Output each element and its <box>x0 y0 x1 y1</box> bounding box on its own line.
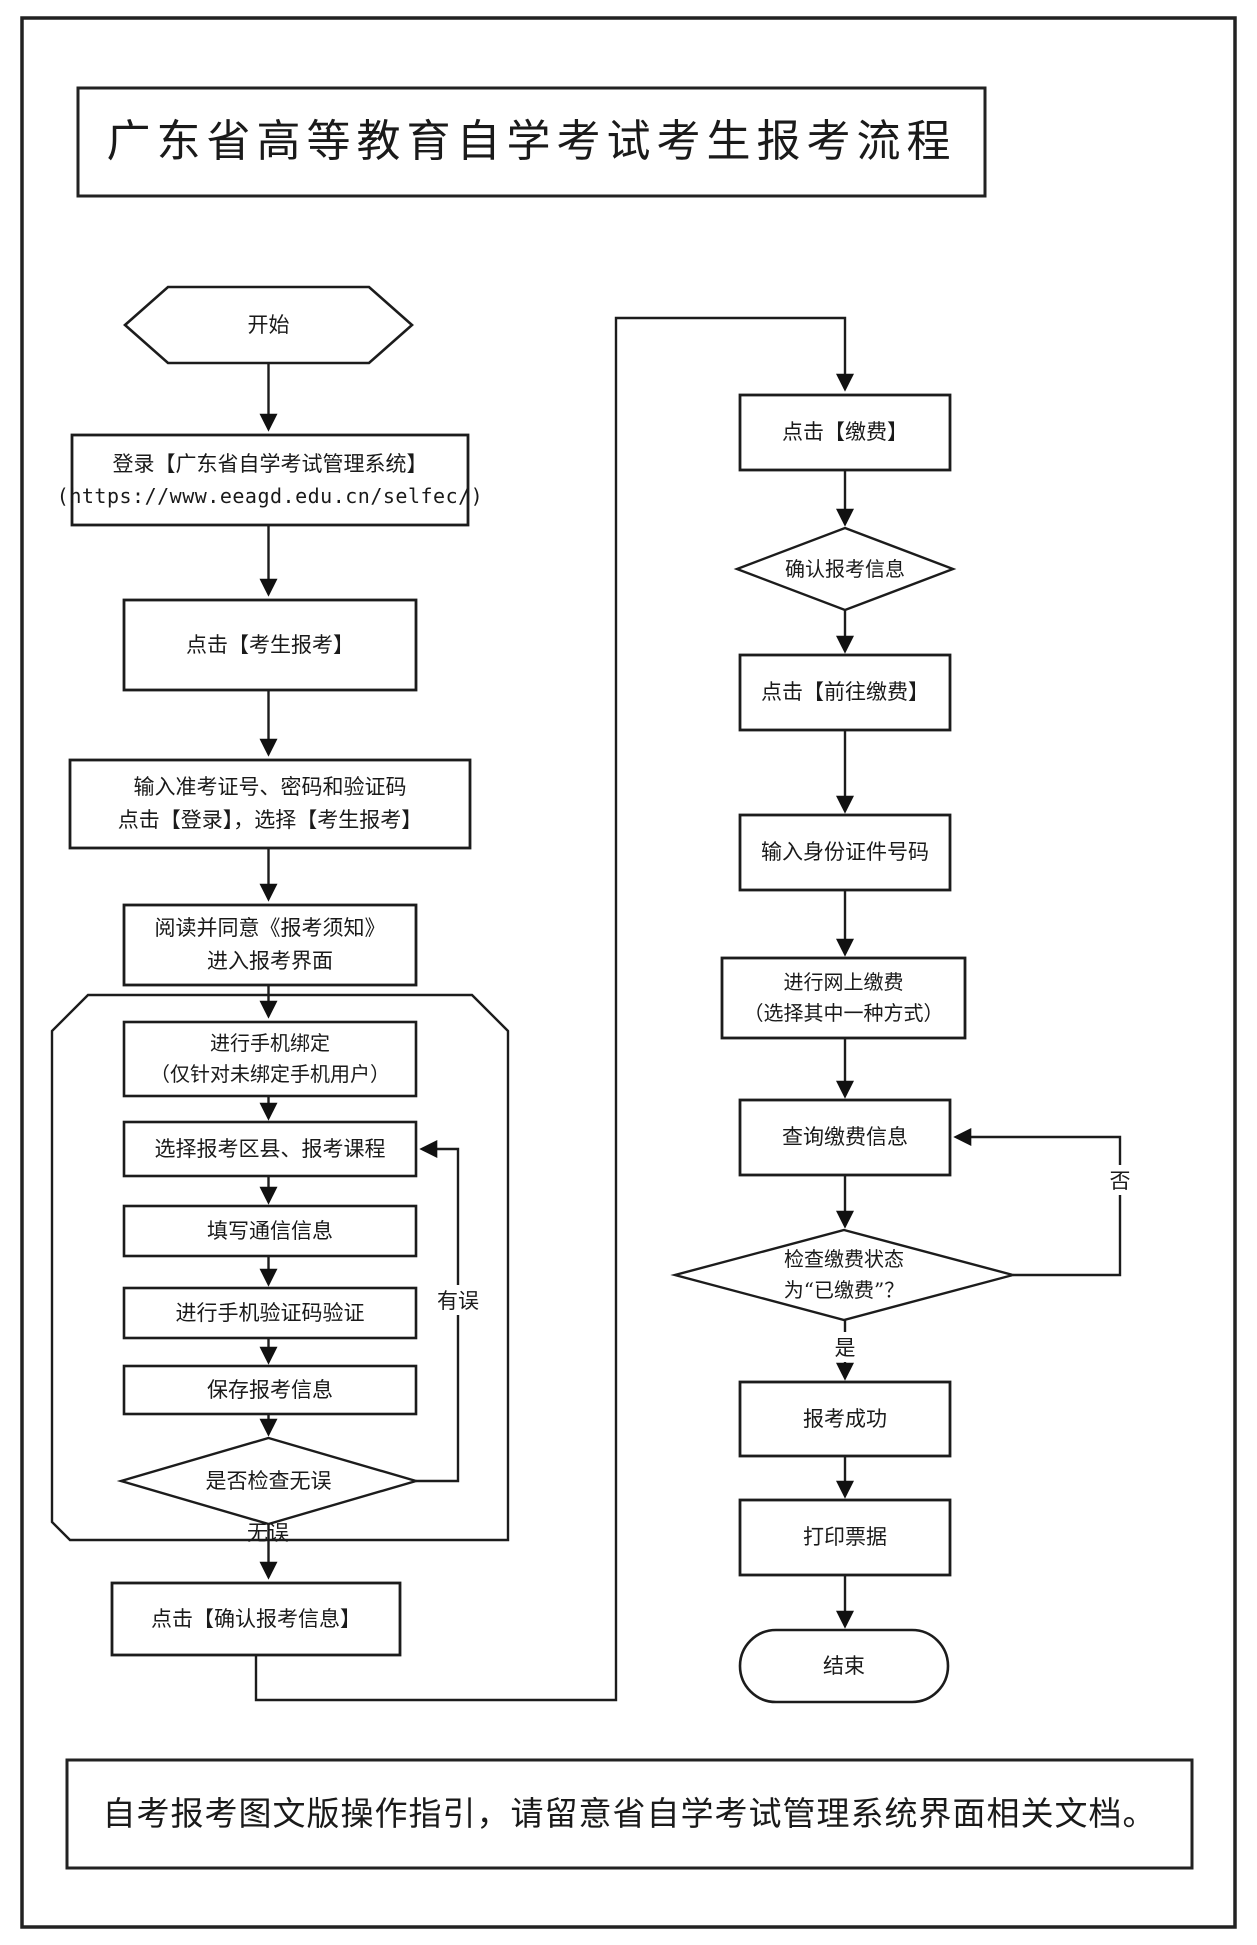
end-terminal <box>738 1628 950 1704</box>
node-click-register-box <box>122 598 418 692</box>
page-border <box>20 16 1237 1929</box>
title-box <box>76 86 987 198</box>
node-login-box <box>70 433 470 527</box>
node-verify-sms-box <box>122 1286 418 1340</box>
start-hexagon <box>123 285 414 365</box>
node-credentials-box <box>68 758 472 850</box>
connector-no-loop <box>953 1128 1122 1277</box>
connector-error-loop <box>416 1140 460 1483</box>
node-bind-phone-box <box>122 1020 418 1098</box>
node-read-notice-box <box>122 903 418 987</box>
node-select-courses-box <box>122 1120 418 1178</box>
footer-box <box>65 1758 1194 1870</box>
decision-confirm-reg-info <box>733 526 957 612</box>
decision-check-paid <box>670 1228 1018 1322</box>
node-confirm-info-box <box>110 1581 402 1657</box>
node-print-receipt-box <box>738 1498 952 1577</box>
node-goto-pay-box <box>738 653 952 732</box>
node-query-pay-box <box>738 1098 952 1177</box>
subprocess-container <box>50 993 510 1542</box>
node-online-pay-box <box>720 956 967 1040</box>
decision-check-correct <box>116 1436 421 1526</box>
connector-left-to-right-column <box>254 316 854 1702</box>
node-enter-id-box <box>738 813 952 892</box>
node-success-box <box>738 1380 952 1458</box>
node-save-info-box <box>122 1364 418 1416</box>
node-fill-contact-box <box>122 1204 418 1258</box>
node-click-pay-box <box>738 393 952 472</box>
